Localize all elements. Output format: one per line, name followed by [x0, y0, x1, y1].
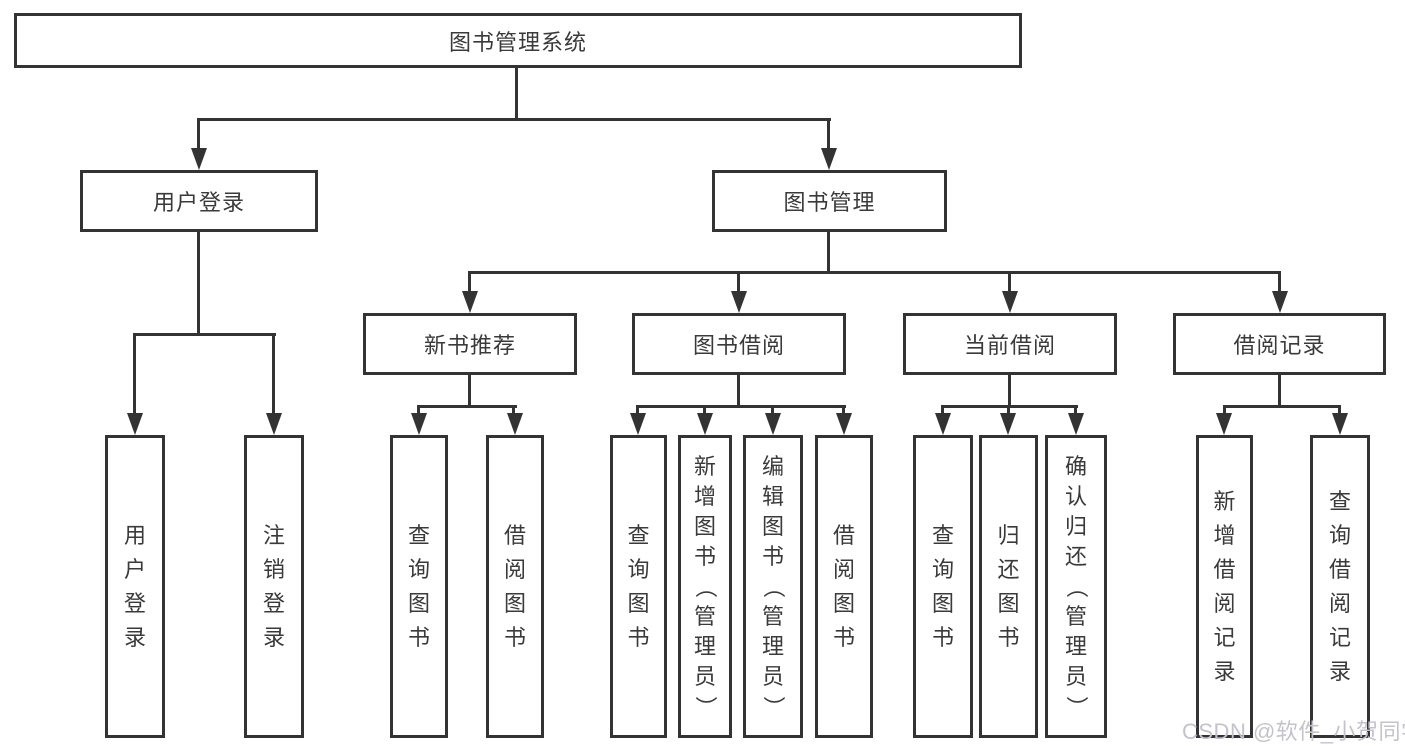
node-book-management: 图书管理	[712, 170, 947, 232]
arrowhead-down-icon	[821, 148, 837, 170]
connector-bar	[417, 405, 517, 408]
leaf-query-books-borrow: 查询图书	[610, 435, 667, 738]
connector-drop	[417, 405, 420, 417]
connector-bar	[636, 405, 846, 408]
arrowhead-down-icon	[1272, 291, 1288, 313]
connector-bar	[133, 333, 276, 336]
connector-stem	[1008, 375, 1011, 408]
leaf-return-book: 归还图书	[979, 435, 1038, 738]
connector-stem	[197, 232, 200, 336]
connector-drop	[842, 405, 845, 417]
connector-drop	[1008, 271, 1011, 295]
leaf-borrow-books: 借阅图书	[815, 435, 873, 738]
arrowhead-down-icon	[462, 291, 478, 313]
connector-stem	[737, 375, 740, 408]
connector-stem	[1278, 375, 1281, 408]
leaf-edit-book-admin: 编辑图书（管理员）	[743, 435, 803, 738]
node-user-login: 用户登录	[80, 170, 318, 232]
connector-drop	[941, 405, 944, 417]
node-library-system: 图书管理系统	[14, 13, 1022, 68]
connector-drop	[133, 333, 136, 417]
connector-drop	[1074, 405, 1077, 417]
arrowhead-down-icon	[697, 413, 713, 435]
arrowhead-down-icon	[266, 413, 282, 435]
connector-bar	[1223, 405, 1341, 408]
connector-drop	[1338, 405, 1341, 417]
arrowhead-down-icon	[1332, 413, 1348, 435]
leaf-query-books-current: 查询图书	[913, 435, 973, 738]
connector-drop	[272, 333, 275, 417]
connector-drop	[827, 118, 830, 152]
leaf-user-login: 用户登录	[105, 435, 165, 738]
leaf-logout: 注销登录	[244, 435, 304, 738]
connector-drop	[468, 271, 471, 295]
connector-drop	[771, 405, 774, 417]
leaf-query-borrow-record: 查询借阅记录	[1310, 435, 1370, 738]
connector-drop	[1007, 405, 1010, 417]
leaf-add-book-admin: 新增图书（管理员）	[678, 435, 732, 738]
arrowhead-down-icon	[127, 413, 143, 435]
arrowhead-down-icon	[1068, 413, 1084, 435]
node-new-book-recommend: 新书推荐	[363, 313, 577, 375]
node-book-borrow: 图书借阅	[632, 313, 846, 375]
arrowhead-down-icon	[765, 413, 781, 435]
node-borrow-records: 借阅记录	[1173, 313, 1386, 375]
arrowhead-down-icon	[191, 148, 207, 170]
connector-drop	[636, 405, 639, 417]
leaf-borrow-books-recommend: 借阅图书	[486, 435, 544, 738]
arrowhead-down-icon	[1000, 413, 1016, 435]
arrowhead-down-icon	[731, 291, 747, 313]
connector-drop	[737, 271, 740, 295]
arrowhead-down-icon	[507, 413, 523, 435]
connector-root-bar	[197, 118, 831, 121]
arrowhead-down-icon	[836, 413, 852, 435]
arrowhead-down-icon	[1216, 413, 1232, 435]
connector-drop	[512, 405, 515, 417]
arrowhead-down-icon	[411, 413, 427, 435]
connector-stem	[827, 232, 830, 274]
leaf-query-books-recommend: 查询图书	[390, 435, 448, 738]
leaf-add-borrow-record: 新增借阅记录	[1196, 435, 1253, 738]
node-current-borrow: 当前借阅	[903, 313, 1117, 375]
connector-drop	[1223, 405, 1226, 417]
connector-drop	[1278, 271, 1281, 295]
connector-bar	[468, 271, 1281, 274]
watermark: CSDN @软件_小贺同学	[1182, 719, 1405, 744]
connector-stem	[468, 375, 471, 408]
leaf-confirm-return-admin: 确认归还（管理员）	[1045, 435, 1107, 738]
connector-root-stem	[515, 68, 518, 120]
arrowhead-down-icon	[935, 413, 951, 435]
arrowhead-down-icon	[1002, 291, 1018, 313]
arrowhead-down-icon	[630, 413, 646, 435]
connector-drop	[197, 118, 200, 152]
connector-drop	[703, 405, 706, 417]
